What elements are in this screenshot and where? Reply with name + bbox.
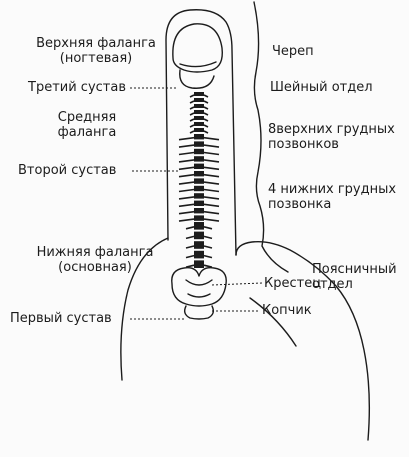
vertebra-20 — [194, 222, 204, 230]
label-skull: Череп — [272, 44, 314, 59]
spine-vertebrae — [179, 92, 219, 268]
label-cervical: Шейный отдел — [270, 80, 373, 95]
vertebra-7 — [194, 128, 204, 132]
vertebra-9 — [194, 141, 204, 146]
vertebra-4 — [194, 110, 204, 114]
vertebra-13 — [194, 171, 204, 176]
pelvis-shape — [172, 268, 227, 306]
vertebra-10 — [194, 149, 204, 154]
vertebra-16 — [194, 193, 204, 198]
vertebra-14 — [194, 178, 204, 183]
vertebra-19 — [194, 215, 204, 220]
label-second-joint: Второй сустав — [18, 163, 116, 178]
vertebra-12 — [194, 164, 204, 169]
label-lumbar: Поясничный отдел — [312, 262, 397, 292]
vertebra-21 — [194, 232, 204, 240]
coccyx-shape — [185, 306, 214, 319]
vertebra-8 — [194, 134, 204, 139]
skull-shape — [180, 70, 214, 88]
label-coccyx: Копчик — [262, 303, 312, 318]
label-middle-phalanx: Средняя фаланга — [44, 110, 130, 140]
vertebra-22 — [194, 241, 204, 249]
vertebra-23 — [194, 251, 204, 259]
label-upper-phalanx: Верхняя фаланга (ногтевая) — [28, 36, 164, 66]
vertebra-5 — [194, 116, 204, 120]
label-upper-thoracic: 8верхних грудных позвонков — [268, 122, 395, 152]
vertebra-11 — [194, 156, 204, 161]
vertebra-3 — [194, 104, 204, 108]
label-third-joint: Третий сустав — [28, 80, 126, 95]
vertebra-18 — [194, 208, 204, 213]
vertebra-15 — [194, 186, 204, 191]
label-sacrum: Крестец — [264, 276, 321, 291]
vertebra-6 — [194, 122, 204, 126]
vertebra-2 — [194, 98, 204, 102]
vertebra-17 — [194, 201, 204, 206]
leader-sacrum — [212, 283, 262, 285]
label-lower-phalanx: Нижняя фаланга (основная) — [30, 245, 160, 275]
vertebra-1 — [194, 92, 204, 96]
vertebra-24 — [194, 260, 204, 268]
label-first-joint: Первый сустав — [10, 311, 112, 326]
label-lower-thoracic: 4 нижних грудных позвонка — [268, 182, 396, 212]
